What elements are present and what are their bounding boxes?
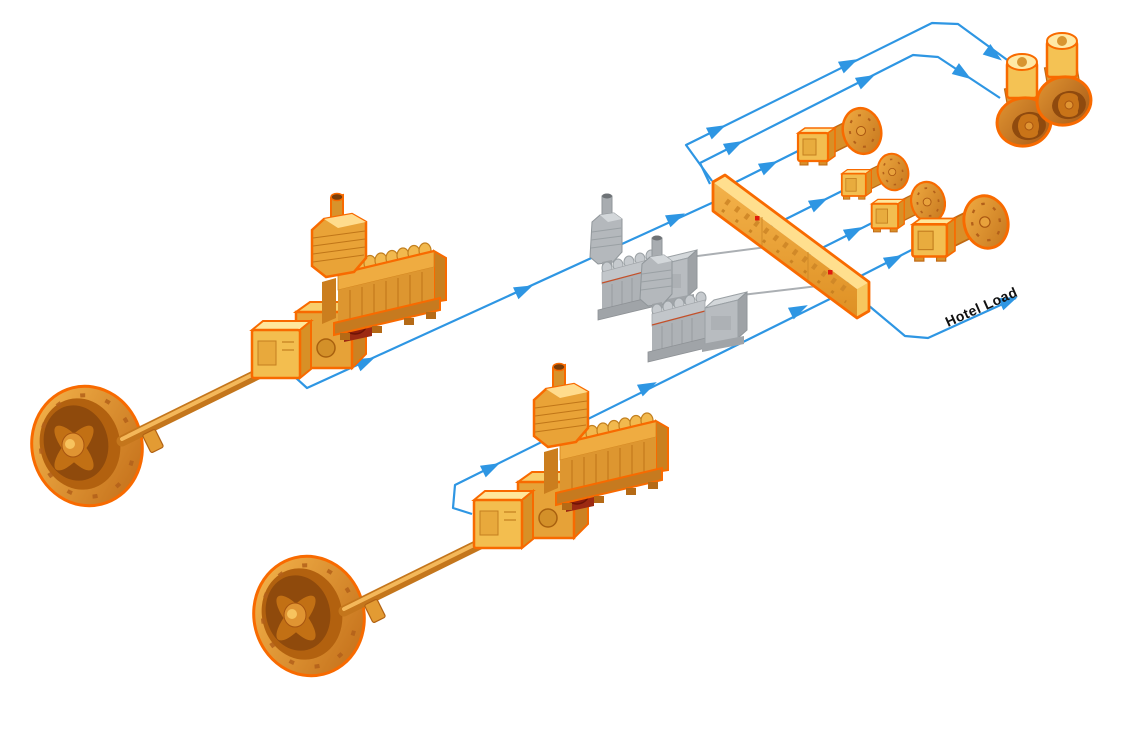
switchboard-indicator-1: [755, 216, 760, 221]
shaftline-1-to-switchboard-arrow: [665, 213, 686, 228]
shaftline-2-to-switchboard-arrow: [787, 305, 808, 320]
switchboard-to-thruster-line-2-arrow: [951, 63, 972, 80]
shaftline-2-to-switchboard: [451, 287, 853, 516]
switchboard-to-hotel-load: [861, 296, 1017, 340]
main-switchboard: [711, 173, 871, 320]
switchboard-to-winch-1-arrow: [757, 161, 778, 176]
switchboard-to-winch-3-arrow: [842, 227, 863, 242]
shaftline-1-to-switchboard-arrow: [513, 285, 534, 300]
tunnel-thruster-2: [1031, 31, 1097, 131]
switchboard-indicator-2: [828, 270, 833, 275]
switchboard-to-thruster-line-1-arrow: [982, 44, 1002, 61]
hotel-load-label: Hotel Load: [943, 284, 1020, 330]
shaftline-2-to-switchboard-arrow: [479, 463, 500, 478]
winch-2: [840, 149, 914, 201]
switchboard-to-winch-2-arrow: [807, 198, 828, 213]
switchboard-to-thruster-line-1: [684, 21, 1011, 182]
switchboard-to-thruster-line-1-arrow: [837, 59, 858, 74]
switchboard-to-winch-4-arrow: [882, 255, 903, 270]
switchboard-to-thruster-line-2-arrow: [722, 141, 743, 156]
switchboard-to-thruster-line-2-arrow: [854, 75, 875, 90]
switchboard-to-hotel-load-arrow: [998, 296, 1019, 311]
propulsion-train-1: [19, 194, 446, 518]
winch-1: [796, 102, 888, 167]
switchboard-to-thruster-line-1-arrow: [705, 125, 726, 140]
shaftline-2-to-switchboard-arrow: [636, 382, 657, 397]
